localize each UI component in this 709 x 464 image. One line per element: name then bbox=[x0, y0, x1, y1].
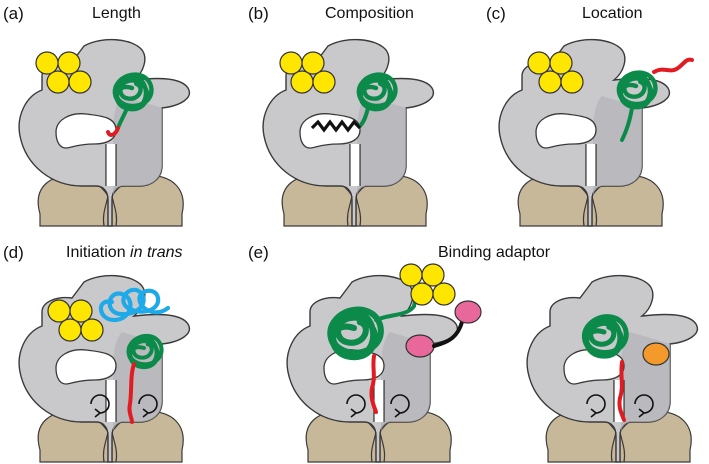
panel-d-diagram bbox=[18, 274, 191, 463]
panel-d-title: Initiation in trans bbox=[66, 245, 183, 261]
panel-d-title-main: Initiation bbox=[66, 244, 131, 261]
panel-c-label: (c) bbox=[486, 4, 506, 23]
adaptor-e2 bbox=[642, 342, 670, 366]
initiation-region-a bbox=[106, 126, 120, 137]
panel-e-label: (e) bbox=[248, 243, 269, 262]
panel-c-diagram bbox=[498, 38, 694, 227]
panel-e-left-diagram bbox=[286, 263, 482, 463]
panel-d-label: (d) bbox=[3, 243, 24, 262]
trans-substrate-d bbox=[98, 287, 171, 323]
panel-e-right-diagram bbox=[526, 274, 699, 463]
initiation-region-e1 bbox=[369, 354, 378, 414]
initiation-region-c bbox=[652, 57, 694, 74]
panel-a-diagram bbox=[18, 38, 191, 227]
composition-segment-b bbox=[310, 119, 362, 133]
panel-b-diagram bbox=[262, 38, 435, 227]
initiation-region-d bbox=[127, 362, 136, 424]
panel-a-label: (a) bbox=[3, 4, 24, 23]
panel-d-title-italic: in trans bbox=[130, 244, 183, 261]
panel-a-title: Length bbox=[92, 5, 141, 22]
panel-b-label: (b) bbox=[248, 4, 269, 23]
panel-e-title: Binding adaptor bbox=[438, 244, 551, 261]
initiation-region-e2 bbox=[617, 360, 626, 422]
adaptor-e1 bbox=[405, 334, 435, 358]
panel-b-title: Composition bbox=[325, 5, 414, 22]
panel-c-title: Location bbox=[582, 5, 643, 22]
adaptor-e1b bbox=[454, 300, 482, 324]
